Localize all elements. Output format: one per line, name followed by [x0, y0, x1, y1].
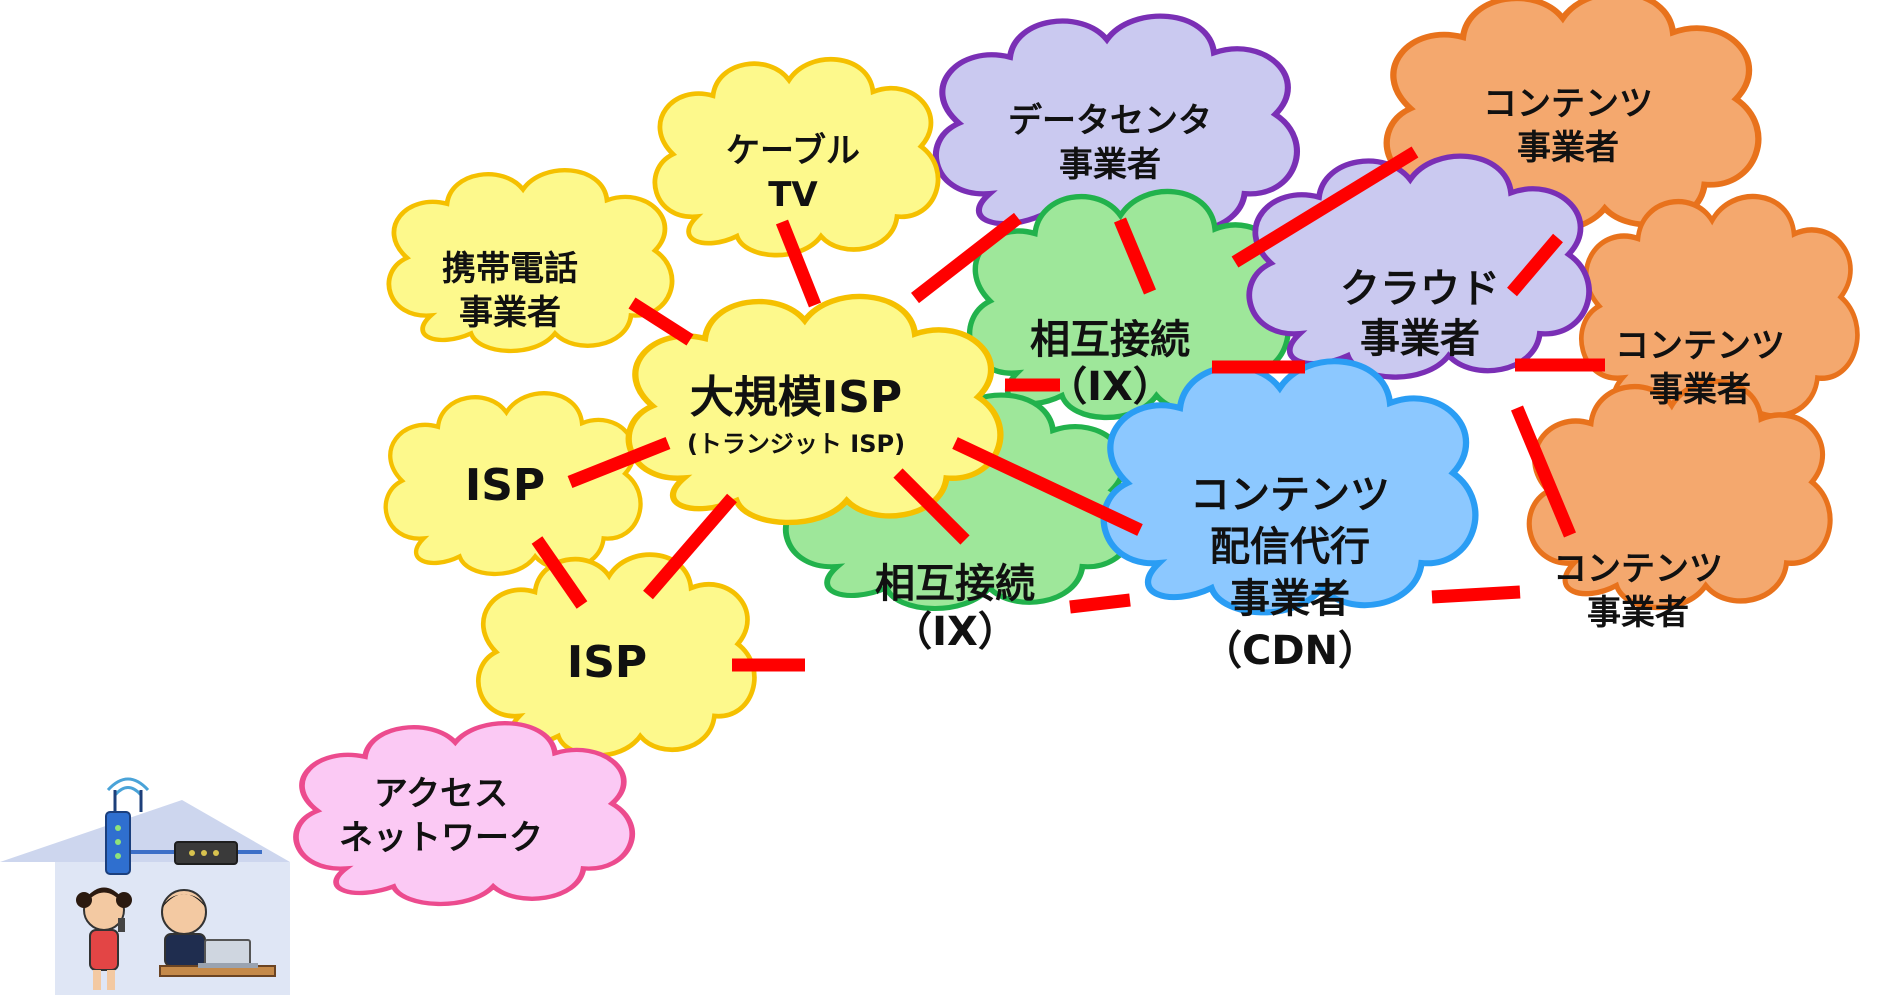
link-ixlower-cdn	[1069, 593, 1131, 614]
ix-lower-label-1: 相互接続	[875, 561, 1035, 607]
cdn-label-4: （CDN）	[1202, 628, 1378, 674]
link-mobile-largeisp	[628, 297, 694, 346]
link-largeisp-datacenter	[911, 212, 1022, 304]
content-bottom-label-2: 事業者	[1587, 593, 1689, 633]
content-mid-label-2: 事業者	[1649, 370, 1751, 410]
large-isp-label-1: 大規模ISP	[690, 372, 902, 423]
ix-lower-label-2: （IX）	[892, 609, 1018, 655]
cdn-label-3: 事業者	[1230, 576, 1350, 622]
cloud-provider-label-1: クラウド	[1340, 266, 1500, 312]
datacenter-label-1: データセンタ	[1008, 101, 1212, 141]
link-cloudprovider-contenttop	[1507, 233, 1563, 297]
mobile-carrier-label-1: 携帯電話	[442, 249, 578, 289]
mobile-carrier-label-2: 事業者	[459, 293, 561, 333]
datacenter-label-2: 事業者	[1059, 145, 1161, 185]
large-isp-label-2: (トランジット ISP)	[687, 430, 905, 458]
ix-upper-label-2: （IX）	[1047, 364, 1173, 410]
isp-upper-label: ISP	[465, 460, 545, 511]
cloud-provider-label-2: 事業者	[1360, 316, 1480, 362]
link-cdn-contentbottom	[1431, 585, 1521, 604]
access-network-label-1: アクセス	[374, 774, 508, 814]
link-cabletv-largeisp	[775, 219, 822, 308]
link-largeisp-ixlower	[893, 468, 970, 545]
cable-tv-label-1: ケーブル	[726, 131, 860, 171]
boy-with-laptop-icon	[159, 889, 276, 977]
cdn-label-1: コンテンツ	[1190, 472, 1390, 518]
content-top-label-2: 事業者	[1517, 128, 1619, 168]
link-ispupper-isplower	[531, 536, 588, 609]
link-ixupper-contenttop	[1231, 146, 1419, 268]
cdn-label-2: 配信代行	[1210, 524, 1370, 570]
links	[531, 146, 1605, 672]
content-mid-label-1: コンテンツ	[1615, 326, 1785, 366]
cable-tv-label-2: TV	[768, 175, 818, 215]
link-ispupper-largeisp	[567, 436, 671, 489]
link-datacenter-ixupper	[1114, 217, 1156, 295]
ix-upper-label-1: 相互接続	[1030, 317, 1190, 363]
isp-lower-label: ISP	[567, 637, 647, 688]
wifi-router-icon	[105, 777, 150, 875]
link-largeisp-isplower	[643, 493, 737, 600]
modem-icon	[174, 841, 238, 865]
content-bottom-label-1: コンテンツ	[1553, 549, 1723, 589]
link-cloudprovider-contentbottom	[1511, 405, 1576, 538]
access-network-label-2: ネットワーク	[339, 818, 543, 858]
content-top-label-1: コンテンツ	[1483, 84, 1653, 124]
girl-with-phone-icon	[76, 887, 132, 990]
link-largeisp-cdn	[952, 437, 1143, 536]
